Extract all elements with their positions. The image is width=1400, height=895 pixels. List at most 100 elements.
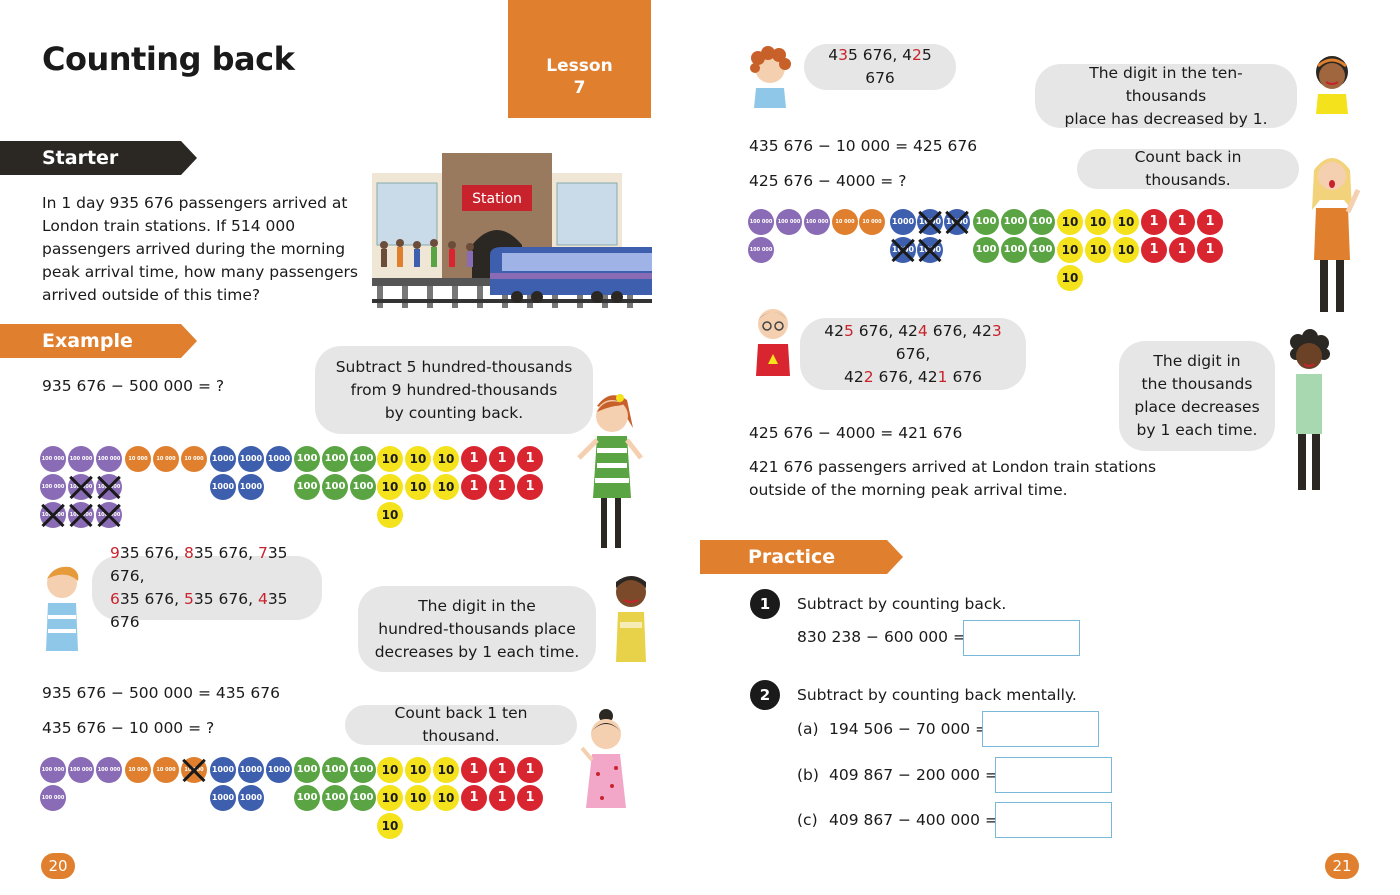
counter-1: 1 bbox=[517, 446, 543, 472]
answer-box-q2c[interactable] bbox=[995, 802, 1112, 838]
conclusion-line: 421 676 passengers arrived at London tra… bbox=[749, 458, 1157, 476]
counter-1000-crossed: 1000 bbox=[917, 237, 943, 263]
place-value-counters-1: 100 000 100 000 100 000 100 000 100 000 … bbox=[40, 446, 550, 532]
counter-100000-crossed: 100 000 bbox=[68, 502, 94, 528]
counter-100: 100 bbox=[350, 757, 376, 783]
answer-box-q2a[interactable] bbox=[982, 711, 1099, 747]
highlighted-digit: 4 bbox=[257, 590, 268, 608]
counter-100000: 100 000 bbox=[804, 209, 830, 235]
counter-1: 1 bbox=[517, 757, 543, 783]
question-1-equation: 830 238 − 600 000 = bbox=[797, 628, 966, 646]
highlighted-digit: 8 bbox=[183, 544, 194, 562]
bubble-line: The digit in the bbox=[418, 596, 536, 615]
counter-1000: 1000 bbox=[210, 474, 236, 500]
counter-1: 1 bbox=[517, 474, 543, 500]
counter-1: 1 bbox=[1169, 237, 1195, 263]
counter-100: 100 bbox=[322, 474, 348, 500]
bubble-line: by counting back. bbox=[384, 403, 524, 422]
counter-100: 100 bbox=[1001, 237, 1027, 263]
counter-10000: 10 000 bbox=[859, 209, 885, 235]
question-1-number: 1 bbox=[750, 589, 780, 619]
counter-10: 10 bbox=[1085, 209, 1111, 235]
counter-100000: 100 000 bbox=[776, 209, 802, 235]
right-equation-3: 425 676 − 4000 = 421 676 bbox=[749, 424, 963, 442]
highlighted-digit: 7 bbox=[257, 544, 268, 562]
counter-10: 10 bbox=[433, 757, 459, 783]
speech-bubble-digit-decreases: The digit in the hundred-thousands place… bbox=[358, 586, 596, 672]
bubble-line: The digit in bbox=[1153, 352, 1241, 370]
starter-line: In 1 day 935 676 passengers arrived at bbox=[42, 194, 348, 212]
question-2c-label: (c) bbox=[797, 811, 818, 829]
counter-1000-crossed: 1000 bbox=[944, 209, 970, 235]
counter-10: 10 bbox=[405, 757, 431, 783]
bubble-line: 435 676, 425 676 bbox=[818, 44, 942, 90]
bubble-line: The digit in the ten-thousands bbox=[1089, 63, 1243, 105]
counter-10: 10 bbox=[377, 474, 403, 500]
counter-10000-crossed: 10 000 bbox=[181, 757, 207, 783]
answer-box-q1[interactable] bbox=[963, 620, 1080, 656]
counter-100: 100 bbox=[294, 785, 320, 811]
highlighted-digit: 2 bbox=[863, 367, 874, 386]
bubble-line: 935 676, 835 676, 735 676, bbox=[110, 542, 308, 588]
counter-1000: 1000 bbox=[238, 474, 264, 500]
sequence-text: 35 676 bbox=[110, 590, 288, 631]
counter-10: 10 bbox=[377, 502, 403, 528]
counter-1: 1 bbox=[489, 785, 515, 811]
counter-10: 10 bbox=[405, 785, 431, 811]
conclusion-text: 421 676 passengers arrived at London tra… bbox=[749, 456, 1169, 502]
counter-100000: 100 000 bbox=[68, 446, 94, 472]
counter-100: 100 bbox=[350, 474, 376, 500]
sequence-text: 676 bbox=[947, 367, 983, 386]
question-2a-equation: 194 506 − 70 000 = bbox=[829, 720, 989, 738]
counter-1000: 1000 bbox=[238, 757, 264, 783]
counter-1000: 1000 bbox=[210, 785, 236, 811]
page-number-left: 20 bbox=[41, 853, 75, 879]
counter-10: 10 bbox=[377, 446, 403, 472]
speech-bubble-count-back-ten-thousand: Count back 1 ten thousand. bbox=[345, 704, 577, 745]
counter-10: 10 bbox=[1085, 237, 1111, 263]
speech-bubble-digit-decreased: The digit in the ten-thousands place has… bbox=[1035, 64, 1297, 128]
sequence-text: 35 676, bbox=[193, 544, 258, 562]
place-value-counters-3: 100 000 100 000 100 000 100 000 10 000 1… bbox=[748, 209, 1228, 295]
girl-character-illustration bbox=[575, 388, 645, 553]
counter-100: 100 bbox=[322, 757, 348, 783]
starter-line: peak arrival time, how many passengers bbox=[42, 263, 358, 281]
counter-100000: 100 000 bbox=[748, 237, 774, 263]
boy-character-illustration bbox=[40, 563, 84, 651]
counter-10: 10 bbox=[433, 474, 459, 500]
bubble-sequence: 935 676, 835 676, 735 676,635 676, 535 6… bbox=[110, 542, 308, 634]
counter-10: 10 bbox=[1113, 237, 1139, 263]
conclusion-line: outside of the morning peak arrival time… bbox=[749, 481, 1068, 499]
counter-100000-crossed: 100 000 bbox=[68, 474, 94, 500]
highlighted-digit: 3 bbox=[991, 321, 1002, 340]
page-title: Counting back bbox=[42, 40, 295, 78]
counter-1: 1 bbox=[1141, 209, 1167, 235]
sequence-text: 5 676 bbox=[865, 46, 932, 87]
highlighted-digit: 2 bbox=[912, 46, 922, 64]
example-equation-3: 435 676 − 10 000 = ? bbox=[42, 719, 215, 737]
speech-bubble-thousands-sequence: 425 676, 424 676, 423 676,422 676, 421 6… bbox=[800, 318, 1026, 390]
place-value-counters-2: 100 000 100 000 100 000 100 000 10 000 1… bbox=[40, 757, 550, 843]
counter-1000: 1000 bbox=[266, 757, 292, 783]
counter-1: 1 bbox=[461, 757, 487, 783]
bubble-line: 635 676, 535 676, 435 676 bbox=[110, 588, 308, 634]
counter-10: 10 bbox=[377, 785, 403, 811]
starter-text: In 1 day 935 676 passengers arrived at L… bbox=[42, 192, 362, 307]
counter-1: 1 bbox=[1197, 237, 1223, 263]
lesson-tab: Lesson 7 bbox=[508, 0, 651, 118]
counter-1000: 1000 bbox=[238, 446, 264, 472]
example-equation-2: 935 676 − 500 000 = 435 676 bbox=[42, 684, 280, 702]
starter-line: passengers arrived during the morning bbox=[42, 240, 346, 258]
answer-box-q2b[interactable] bbox=[995, 757, 1112, 793]
counter-1000: 1000 bbox=[890, 209, 916, 235]
sequence-text: 42 bbox=[843, 367, 864, 386]
starter-heading: Starter bbox=[0, 141, 197, 175]
boy-character-illustration-2 bbox=[1284, 328, 1334, 493]
counter-10: 10 bbox=[1057, 237, 1083, 263]
girl-headband-character-illustration bbox=[1308, 50, 1356, 114]
highlighted-digit: 1 bbox=[937, 367, 948, 386]
counter-10: 10 bbox=[405, 446, 431, 472]
station-sign: Station bbox=[472, 191, 522, 207]
speech-bubble-subtract: Subtract 5 hundred-thousands from 9 hund… bbox=[315, 346, 593, 434]
highlighted-digit: 5 bbox=[843, 321, 854, 340]
